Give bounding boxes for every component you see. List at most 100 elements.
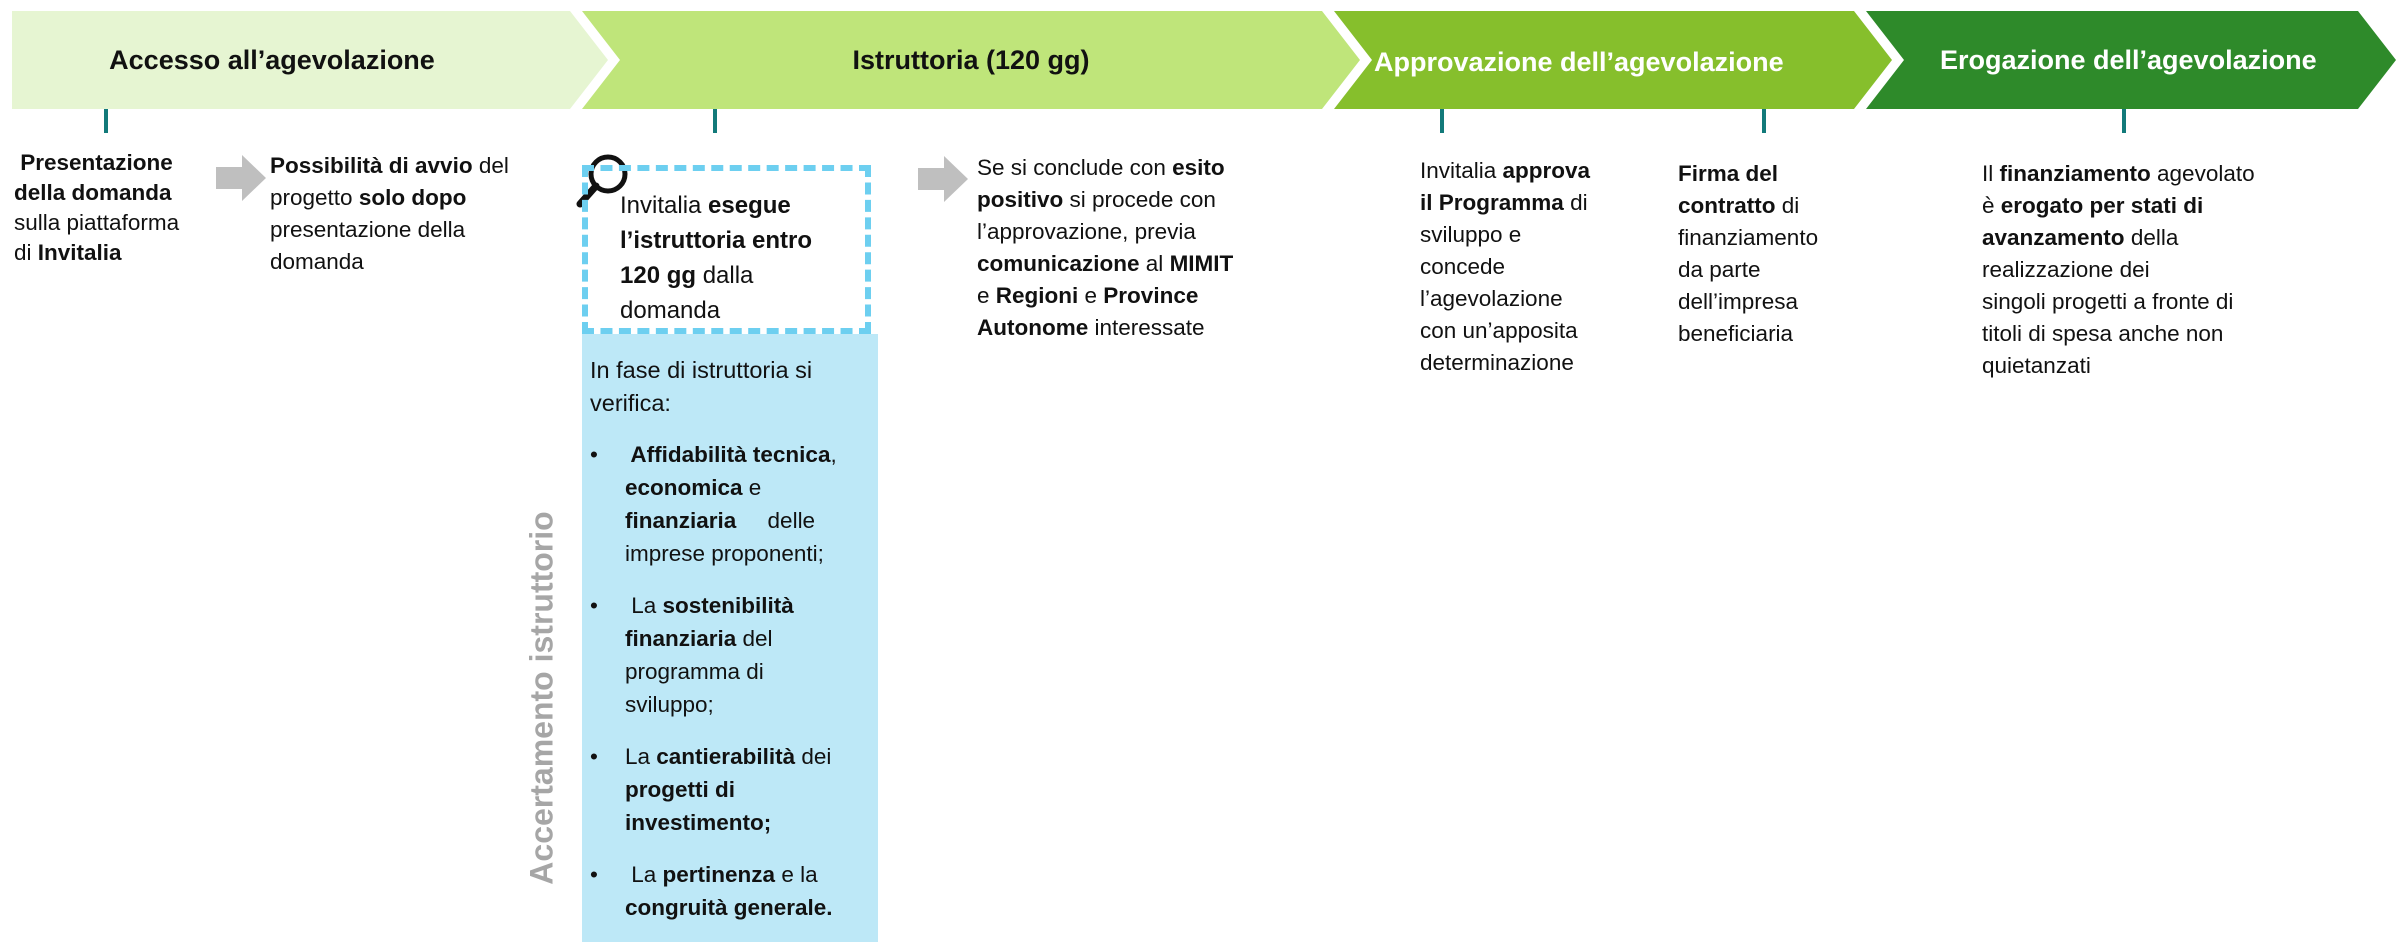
text-run: concede	[1420, 254, 1506, 279]
text-run: del	[736, 626, 773, 651]
text-run: l’approvazione, previa	[977, 219, 1196, 244]
text-run: Se si conclude con	[977, 155, 1173, 180]
text-run: Il	[1982, 161, 2000, 186]
text-line: Firma del	[1678, 158, 1818, 190]
text-run: quietanzati	[1982, 353, 2091, 378]
text-run: dell’impresa	[1678, 289, 1799, 314]
text-run: è	[1982, 193, 2001, 218]
text-run: con un’apposita	[1420, 318, 1578, 343]
text-line: sulla piattaforma	[14, 208, 179, 238]
bold-run: solo dopo	[358, 185, 467, 210]
phase-title: Istruttoria (120 gg)	[852, 44, 1090, 75]
text-run: da parte	[1678, 257, 1761, 282]
phase-erogazione: Erogazione dell’agevolazione	[1866, 11, 2396, 109]
bullet-icon: •	[590, 442, 598, 467]
text-line: della domanda	[14, 178, 179, 208]
verification-panel	[582, 334, 878, 942]
text-line: In fase di istruttoria si	[590, 354, 812, 387]
bold-run: MIMIT	[1169, 251, 1234, 276]
bold-run: della domanda	[14, 180, 172, 205]
text-run: finanziamento	[1678, 225, 1819, 250]
text-run: al	[1139, 251, 1170, 276]
bold-run: l’istruttoria entro	[620, 227, 813, 254]
bold-run: esegue	[708, 192, 791, 219]
text-line: verifica:	[590, 387, 812, 420]
text-line: finanziaria del	[625, 622, 875, 655]
text-line: progetto solo dopo	[270, 182, 509, 214]
text-run: di	[1775, 193, 1800, 218]
text-run: interessate	[1088, 315, 1205, 340]
bold-run: positivo	[977, 187, 1064, 212]
text-run: realizzazione dei	[1982, 257, 2150, 282]
bold-run: Presentazione	[14, 150, 173, 175]
text-line: con un’apposita	[1420, 315, 1590, 347]
text-line: il Programma di	[1420, 187, 1590, 219]
text-run: In fase di istruttoria si	[590, 357, 813, 383]
text-run: ,	[830, 442, 837, 467]
text-line: l’agevolazione	[1420, 283, 1590, 315]
text-line: concede	[1420, 251, 1590, 283]
text-line: quietanzati	[1982, 350, 2255, 382]
connector-tick	[1440, 109, 1444, 133]
text-run: e	[1078, 283, 1104, 308]
bold-run: finanziaria	[625, 626, 737, 651]
bold-run: Firma del	[1678, 161, 1779, 186]
text-line: da parte	[1678, 254, 1818, 286]
bold-run: contratto	[1678, 193, 1776, 218]
text-line: finanziaria delle	[625, 504, 875, 537]
text-run: dei	[795, 744, 832, 769]
text-run: sulla piattaforma	[14, 210, 180, 235]
bold-run: congruità generale.	[625, 895, 833, 920]
bold-run: progetti di	[625, 777, 735, 802]
text-run: e	[742, 475, 762, 500]
text-line: presentazione della	[270, 214, 509, 246]
vertical-label: Accertamento istruttorio	[523, 511, 560, 885]
bullet-icon: •	[590, 744, 598, 769]
phase-title: Erogazione dell’agevolazione	[1940, 44, 2317, 75]
text-run: l’agevolazione	[1420, 286, 1563, 311]
text-run: delle	[736, 508, 816, 533]
bold-run: erogato per stati di	[2000, 193, 2204, 218]
text-line: avanzamento della	[1982, 222, 2255, 254]
text-line: l’approvazione, previa	[977, 216, 1233, 248]
text-line: sviluppo e	[1420, 219, 1590, 251]
text-line: sviluppo;	[625, 688, 875, 721]
text-line: La sostenibilità	[625, 589, 875, 622]
text-run: e	[977, 283, 996, 308]
verification-item-text: La pertinenza e la congruità generale.	[625, 858, 875, 924]
phase-istruttoria: Istruttoria (120 gg)	[582, 11, 1360, 109]
bullet-icon: •	[590, 593, 598, 618]
phase-chevron-shape	[1866, 11, 2396, 109]
text-run: del	[472, 153, 509, 178]
step-presentazione-domanda: Presentazione della domanda sulla piattafo…	[14, 148, 179, 268]
text-line: La pertinenza e la	[625, 858, 875, 891]
text-line: domanda	[270, 246, 509, 278]
approvazione-contratto: Firma del contratto di finanziamento da par…	[1678, 158, 1818, 350]
text-line: Autonome interessate	[977, 312, 1233, 344]
text-line: economica e	[625, 471, 875, 504]
text-line: imprese proponenti;	[625, 537, 875, 570]
text-run: della	[2124, 225, 2179, 250]
text-run: Invitalia	[1420, 158, 1503, 183]
text-run: determinazione	[1420, 350, 1574, 375]
text-line: positivo si procede con	[977, 184, 1233, 216]
text-line: contratto di	[1678, 190, 1818, 222]
istruttoria-dashed-box	[582, 165, 871, 334]
text-run: beneficiaria	[1678, 321, 1794, 346]
text-run: domanda	[270, 249, 364, 274]
text-run: programma di	[625, 659, 764, 684]
text-line: realizzazione dei	[1982, 254, 2255, 286]
text-line: singoli progetti a fronte di	[1982, 286, 2255, 318]
text-run: sviluppo e	[1420, 222, 1522, 247]
bold-run: 120 gg	[620, 262, 697, 289]
text-line: di Invitalia	[14, 238, 179, 268]
text-run: dalla	[696, 262, 754, 289]
text-line: comunicazione al MIMIT	[977, 248, 1233, 280]
text-line: Presentazione	[14, 148, 179, 178]
